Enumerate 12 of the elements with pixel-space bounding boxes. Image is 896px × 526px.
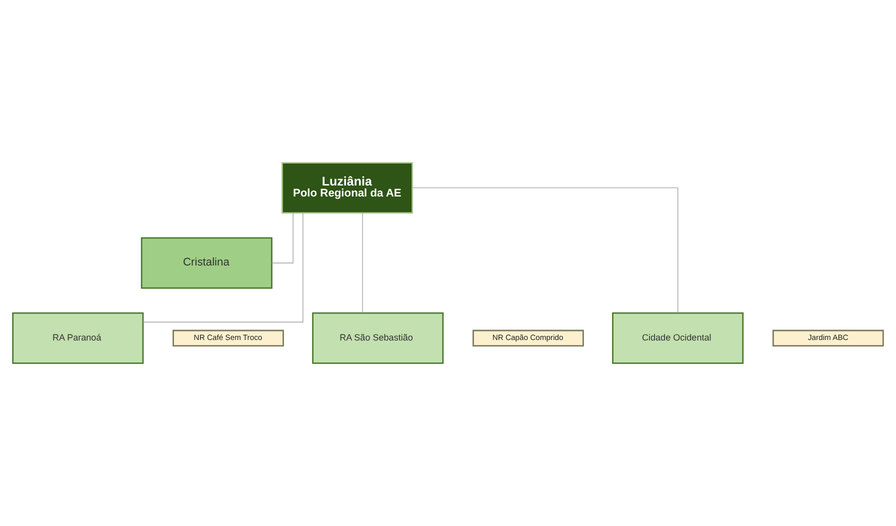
node-box: NR Capão Comprido (472, 330, 584, 347)
connector (142, 212, 304, 322)
node-box: Jardim ABC (772, 330, 884, 347)
node-box: NR Café Sem Troco (172, 330, 284, 347)
node-box: Cristalina (140, 237, 272, 289)
node-box: RA São Sebastião (312, 312, 444, 364)
node-box: Luziânia Polo Regional da AE (282, 162, 414, 214)
node-box: Cidade Ocidental (612, 312, 744, 364)
connector (272, 212, 294, 264)
connector (412, 188, 678, 314)
node-box: RA Paranoá (12, 312, 144, 364)
connector (362, 212, 363, 314)
